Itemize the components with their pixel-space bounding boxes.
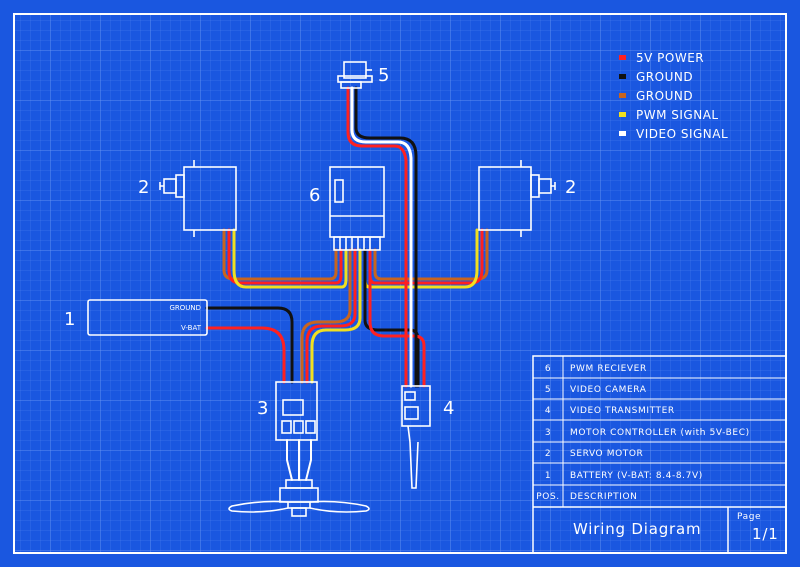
video-transmitter-number: 4 (443, 398, 454, 419)
servo-motor-left (159, 160, 237, 237)
drawing-title: Wiring Diagram (573, 520, 701, 538)
wire-bundles (205, 86, 489, 481)
row-description: PWM RECIEVER (570, 364, 647, 374)
receiver-to-controller-wires (300, 248, 362, 384)
legend-swatch (619, 112, 626, 117)
parts-table: 6 PWM RECIEVER 5 VIDEO CAMERA 4 VIDEO TR… (536, 364, 749, 502)
row-pos: 4 (545, 406, 551, 416)
camera-cable (346, 86, 418, 388)
pwm-receiver (329, 166, 385, 251)
legend-swatch (619, 74, 626, 79)
motor-propeller (228, 479, 370, 517)
legend-label: 5V POWER (636, 51, 704, 65)
servo-right-number: 2 (565, 177, 576, 198)
table-row: 4 VIDEO TRANSMITTER (545, 406, 675, 416)
wire-legend: 5V POWER GROUND GROUND PWM SIGNAL VIDEO … (619, 51, 728, 141)
title-block (532, 355, 787, 554)
legend-item: 5V POWER (619, 51, 704, 65)
legend-label: VIDEO SIGNAL (636, 127, 728, 141)
servo-left-wires (222, 228, 348, 289)
motor-controller-number: 3 (257, 398, 268, 419)
drawing-border (13, 13, 787, 554)
row-description: BATTERY (V-BAT: 8.4-8.7V) (570, 471, 703, 481)
header-description: DESCRIPTION (570, 492, 638, 502)
page-number: 1/1 (752, 525, 779, 543)
battery (87, 299, 208, 336)
row-description: SERVO MOTOR (570, 449, 643, 459)
legend-swatch (619, 131, 626, 136)
video-camera (337, 61, 373, 89)
table-header: POS. DESCRIPTION (536, 492, 637, 502)
table-row: 3 MOTOR CONTROLLER (with 5V-BEC) (545, 428, 750, 438)
row-pos: 6 (545, 364, 551, 374)
header-pos: POS. (536, 492, 560, 502)
table-row: 1 BATTERY (V-BAT: 8.4-8.7V) (545, 471, 703, 481)
motor-controller (275, 381, 318, 441)
row-pos: 3 (545, 428, 551, 438)
row-description: MOTOR CONTROLLER (with 5V-BEC) (570, 428, 750, 438)
row-pos: 2 (545, 449, 551, 459)
battery-ground-wire (205, 306, 294, 384)
video-camera-number: 5 (378, 65, 389, 86)
legend-item: GROUND (619, 70, 693, 84)
legend-item: VIDEO SIGNAL (619, 127, 728, 141)
table-row: 6 PWM RECIEVER (545, 364, 647, 374)
legend-label: PWM SIGNAL (636, 108, 719, 122)
page-label: Page (737, 512, 761, 522)
pwm-receiver-number: 6 (309, 185, 320, 206)
battery-vbat-label: V-BAT (181, 324, 202, 332)
legend-item: GROUND (619, 89, 693, 103)
legend-label: GROUND (636, 70, 693, 84)
video-transmitter (401, 385, 431, 489)
servo-left-number: 2 (138, 177, 149, 198)
receiver-to-transmitter-power (368, 248, 426, 388)
motor-phase-wires (286, 439, 312, 481)
legend-swatch (619, 55, 626, 60)
row-pos: 1 (545, 471, 551, 481)
legend-swatch (619, 93, 626, 98)
legend-label: GROUND (636, 89, 693, 103)
row-description: VIDEO TRANSMITTER (570, 406, 675, 416)
row-description: VIDEO CAMERA (570, 385, 647, 395)
table-row: 5 VIDEO CAMERA (545, 385, 647, 395)
battery-number: 1 (64, 309, 75, 330)
battery-ground-label: GROUND (169, 304, 201, 312)
table-row: 2 SERVO MOTOR (545, 449, 643, 459)
row-pos: 5 (545, 385, 551, 395)
servo-motor-right (478, 160, 556, 237)
battery-vbat-wire (205, 326, 286, 384)
legend-item: PWM SIGNAL (619, 108, 719, 122)
